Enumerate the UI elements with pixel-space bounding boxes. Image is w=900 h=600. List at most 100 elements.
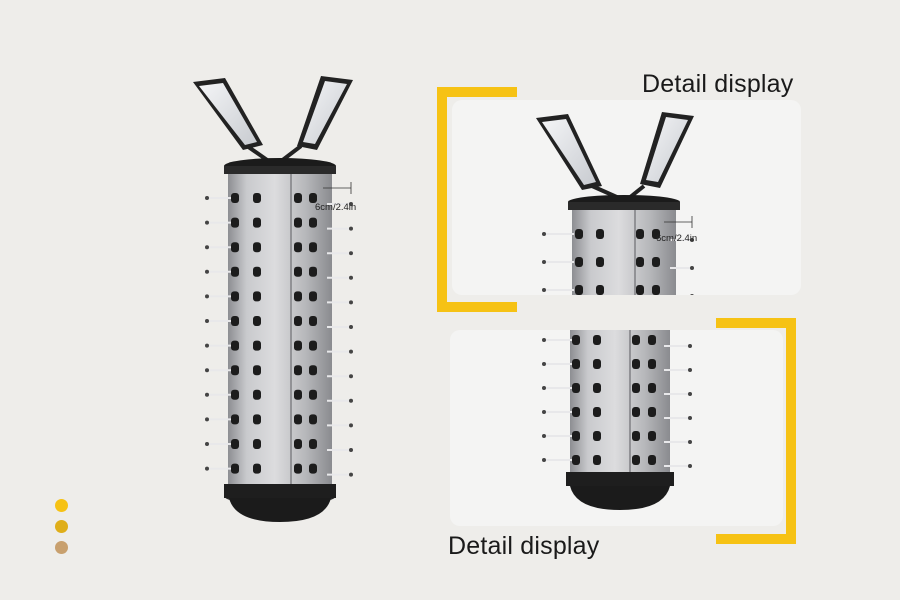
display-hole xyxy=(648,407,656,417)
display-hole xyxy=(253,266,261,277)
display-hole xyxy=(575,285,583,295)
hanger-rod-tip xyxy=(349,226,353,231)
decor-dot-1 xyxy=(55,499,68,512)
display-hole xyxy=(294,193,302,203)
display-hole xyxy=(253,439,261,449)
display-hole xyxy=(309,266,317,277)
display-hole xyxy=(253,291,261,302)
display-hole xyxy=(253,340,261,351)
display-hole xyxy=(309,217,317,228)
hanger-rod-tip xyxy=(688,464,692,468)
display-hole xyxy=(593,359,601,369)
display-hole xyxy=(253,365,261,376)
display-hole xyxy=(294,242,302,253)
mirror-left xyxy=(193,78,263,150)
display-hole xyxy=(632,431,640,441)
hanger-rod-tip xyxy=(690,266,694,270)
hanger-rod-tip xyxy=(542,338,546,342)
hanger-rod-tip xyxy=(542,458,546,462)
hanger-rod-tip xyxy=(205,294,209,299)
detail-image-bottom xyxy=(542,330,692,510)
hanger-rod-tip xyxy=(688,344,692,348)
display-hole xyxy=(294,266,302,277)
measurement-label: 6cm/2.4in xyxy=(315,202,356,213)
display-hole xyxy=(294,463,302,474)
hanger-rod-tip xyxy=(349,275,353,280)
display-hole xyxy=(253,414,261,425)
hanger-rod-tip xyxy=(205,245,209,250)
display-hole xyxy=(572,455,580,465)
display-hole xyxy=(575,257,583,267)
display-hole xyxy=(231,463,239,474)
display-hole xyxy=(648,455,656,465)
hanger-rod-tip xyxy=(542,410,546,414)
display-hole xyxy=(596,257,604,267)
display-hole xyxy=(253,242,261,253)
display-hole xyxy=(231,439,239,449)
hanger-rod-tip xyxy=(349,251,353,256)
display-hole xyxy=(572,383,580,393)
display-hole xyxy=(231,291,239,302)
display-hole xyxy=(294,340,302,351)
measurement-indicator: 6cm/2.4in xyxy=(315,182,356,213)
display-hole xyxy=(309,439,317,449)
display-hole xyxy=(294,389,302,400)
display-hole xyxy=(294,217,302,228)
display-hole xyxy=(652,257,660,267)
display-hole xyxy=(231,242,239,253)
hanger-rod-tip xyxy=(349,374,353,379)
caption-bottom: Detail display xyxy=(448,532,600,560)
display-hole xyxy=(294,414,302,425)
display-hole xyxy=(648,431,656,441)
hanger-rod-tip xyxy=(349,472,353,477)
display-hole xyxy=(652,285,660,295)
hanger-rod-tip xyxy=(205,368,209,373)
hanger-rod-tip xyxy=(205,220,209,225)
hanger-rod-tip xyxy=(205,343,209,348)
display-hole xyxy=(593,431,601,441)
display-hole xyxy=(309,193,317,203)
display-hole xyxy=(309,365,317,376)
display-hole xyxy=(231,365,239,376)
display-hole xyxy=(648,359,656,369)
hanger-rod-tip xyxy=(349,325,353,329)
caption-top: Detail display xyxy=(642,70,794,98)
mirror-right xyxy=(297,76,353,150)
hanger-rod-tip xyxy=(688,416,692,420)
display-hole xyxy=(309,414,317,425)
hanger-rod-tip xyxy=(542,288,546,292)
hanger-rod-tip xyxy=(690,294,694,295)
detail-image-top: 6cm/2.4in xyxy=(536,112,697,295)
display-hole xyxy=(572,335,580,345)
hanger-rod-tip xyxy=(349,448,353,452)
hanger-rod-tip xyxy=(542,386,546,390)
display-hole xyxy=(572,407,580,417)
display-hole xyxy=(253,217,261,228)
detail-frame-top xyxy=(437,87,517,312)
display-hole xyxy=(593,407,601,417)
display-hole xyxy=(636,257,644,267)
display-hole xyxy=(636,285,644,295)
display-hole xyxy=(253,193,261,203)
hanger-rod-tip xyxy=(349,349,353,354)
hanger-rod-tip xyxy=(349,423,353,428)
display-hole xyxy=(632,455,640,465)
hanger-rod-tip xyxy=(542,260,546,264)
hanger-rod-tip xyxy=(688,440,692,444)
display-hole xyxy=(231,266,239,277)
hanger-rod-tip xyxy=(349,202,353,206)
display-hole xyxy=(294,291,302,302)
detail-frame-bottom xyxy=(716,318,796,544)
display-hole xyxy=(593,383,601,393)
display-hole xyxy=(309,291,317,302)
display-hole xyxy=(632,407,640,417)
display-hole xyxy=(632,383,640,393)
hanger-rod-tip xyxy=(542,434,546,438)
display-hole xyxy=(596,229,604,239)
display-hole xyxy=(309,389,317,400)
display-hole xyxy=(231,316,239,326)
hanger-rod-tip xyxy=(205,417,209,422)
hanger-rod-tip xyxy=(542,232,546,236)
product-main-image: 6cm/2.4in xyxy=(193,76,356,522)
display-hole xyxy=(231,193,239,203)
